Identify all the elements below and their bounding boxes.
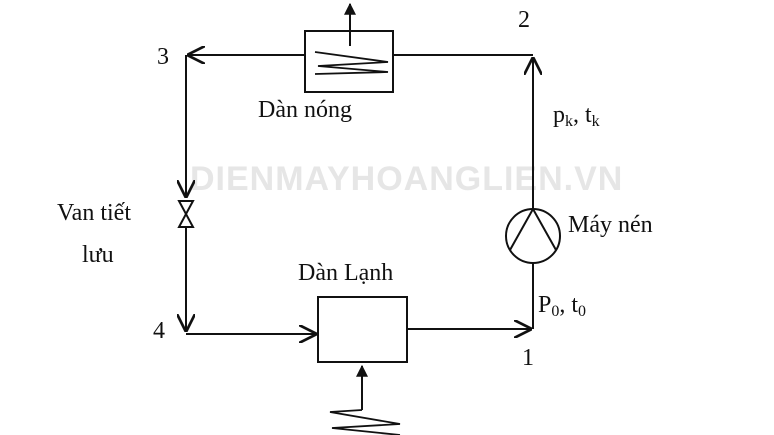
p0-symbol: P [538,292,551,318]
sep: , [559,292,571,318]
valve-label-line2: lưu [82,242,114,268]
t0-sub: 0 [578,303,586,320]
high-pressure-state-label: pk, tk [553,102,600,130]
pk-symbol: p [553,102,565,128]
condenser-label: Dàn nóng [258,97,352,123]
point-2-label: 2 [518,7,530,33]
point-1-label: 1 [522,345,534,371]
compressor-label: Máy nén [568,212,653,238]
valve-label-line1: Van tiết [57,200,131,226]
point-4-label: 4 [153,318,165,344]
pk-sub: k [565,113,573,130]
watermark: DIENMAYHOANGLIEN.VN [190,160,623,198]
evaporator-box [317,296,408,363]
tk-symbol: t [585,102,592,128]
point-3-label: 3 [157,44,169,70]
p0-sub: 0 [551,303,559,320]
compressor-icon [505,208,561,264]
expansion-valve-icon [177,200,195,228]
sep: , [573,102,585,128]
tk-sub: k [592,113,600,130]
condenser-coil-icon [314,51,389,75]
t0-symbol: t [571,292,578,318]
evaporator-coil-icon [329,409,401,435]
evaporator-label: Dàn Lạnh [298,260,393,286]
low-pressure-state-label: P0, t0 [538,292,586,320]
